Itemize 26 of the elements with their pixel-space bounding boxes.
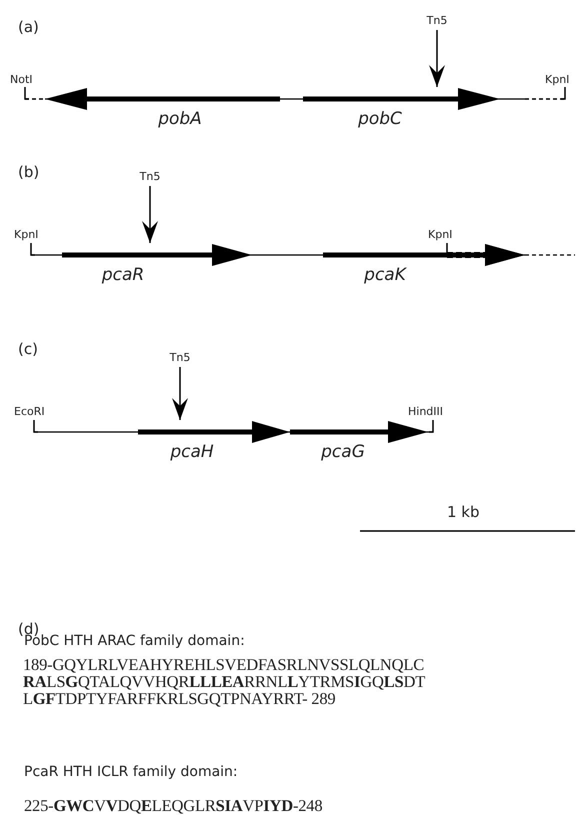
restriction-site-label: KpnI	[545, 73, 570, 86]
transposon-label: Tn5	[140, 170, 160, 183]
gene-name: pcaK	[364, 265, 406, 285]
insertion-arrow	[142, 186, 158, 243]
panel-label: (a)	[18, 18, 39, 36]
amino-acid-sequence: 225-GWCVVDQELEQGLRSIAVPIYD-248	[24, 797, 324, 814]
scale-label: 1 kb	[447, 503, 480, 521]
restriction-site-label: KpnI	[428, 228, 452, 241]
restriction-site-label: KpnI	[14, 228, 38, 241]
restriction-site-label: NotI	[10, 73, 33, 86]
domain-heading: PobC HTH ARAC family domain:	[24, 633, 245, 649]
restriction-site-label: HindIII	[408, 405, 444, 418]
amino-acid-sequence: 189-GQYLRLVEAHYREHLSVEDFASRLNVSSLQLNQLC RALSGQTALQVVHQRLLLEARRNLLYTRMSIGQLSDT LGFTDPTYFARFFKRLSGQTPNAYRRT- 289	[23, 656, 426, 707]
insertion-arrow	[172, 367, 188, 420]
transposon-label: Tn5	[170, 351, 190, 364]
domain-heading: PcaR HTH ICLR family domain:	[24, 764, 238, 780]
panel-label: (b)	[18, 163, 40, 181]
gene-name: pobC	[358, 109, 402, 129]
insertion-arrow	[429, 30, 445, 87]
restriction-site-label: EcoRI	[14, 405, 45, 418]
transposon-label: Tn5	[426, 14, 448, 27]
gene-name: pcaG	[321, 442, 365, 462]
gene-name: pcaR	[102, 265, 144, 285]
gene-name: pobA	[158, 109, 202, 129]
gene-name: pcaH	[170, 442, 214, 462]
panel-label: (c)	[18, 340, 38, 358]
